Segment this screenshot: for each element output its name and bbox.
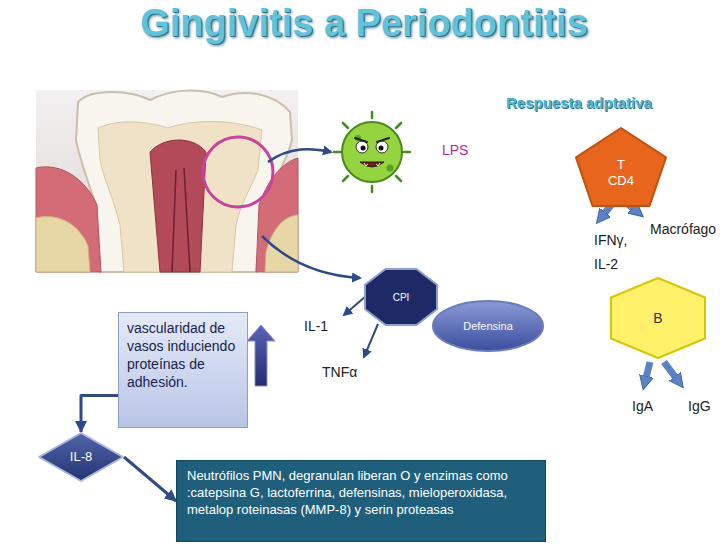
- node-text: T CD4: [606, 157, 636, 189]
- diagram-title: Gingivitis a Periodontitis: [0, 1, 728, 45]
- text-holder: CPI: [364, 268, 438, 326]
- node-text: CPI: [393, 291, 410, 304]
- octagon-node: CPI: [364, 268, 438, 326]
- text-holder: Neutrófilos PMN, degranulan liberan O y …: [177, 461, 545, 541]
- label-text: Respuesta adptativa: [506, 94, 652, 111]
- label-text: IL-1: [304, 318, 328, 335]
- ellipse-node: Defensina: [432, 300, 544, 352]
- node-text: IL-8: [70, 449, 92, 465]
- tooth-illustration: [36, 90, 298, 272]
- leader-arrow: [364, 324, 378, 357]
- label-text: IgG: [688, 398, 711, 415]
- label-text: IFNγ, IL-2: [594, 228, 640, 276]
- decision-diamond: IL-8: [38, 432, 124, 482]
- node-text: Defensina: [463, 319, 513, 333]
- connector-arrow: [124, 457, 176, 501]
- label-text: IgA: [632, 398, 653, 415]
- text-holder: IL-8: [38, 432, 124, 482]
- leader-arrow: [344, 296, 366, 315]
- label-text: Macrófago: [650, 221, 716, 238]
- connector-arrow: [81, 396, 118, 433]
- node-text: B: [653, 309, 662, 327]
- process-box: vascularidad de vasos induciendo proteín…: [118, 312, 248, 428]
- node-text: vascularidad de vasos induciendo proteín…: [127, 319, 239, 391]
- text-holder: Defensina: [432, 300, 544, 352]
- hexagon-node: B: [610, 277, 706, 359]
- text-holder: vascularidad de vasos induciendo proteín…: [119, 313, 247, 427]
- block-arrow: [664, 362, 676, 378]
- text-box: Neutrófilos PMN, degranulan liberan O y …: [176, 460, 546, 542]
- text-holder: B: [610, 277, 706, 359]
- leader-arrow: [262, 236, 360, 278]
- label-text: TNFα: [322, 364, 357, 381]
- pentagon-node: T CD4: [575, 127, 667, 207]
- leader-arrow: [268, 149, 331, 162]
- text-holder: T CD4: [575, 127, 667, 207]
- block-arrow: [646, 362, 650, 378]
- bacteria-icon: [334, 112, 410, 192]
- label-text: LPS: [442, 142, 468, 159]
- node-text: Neutrófilos PMN, degranulan liberan O y …: [187, 467, 535, 518]
- up-arrow: [247, 325, 275, 386]
